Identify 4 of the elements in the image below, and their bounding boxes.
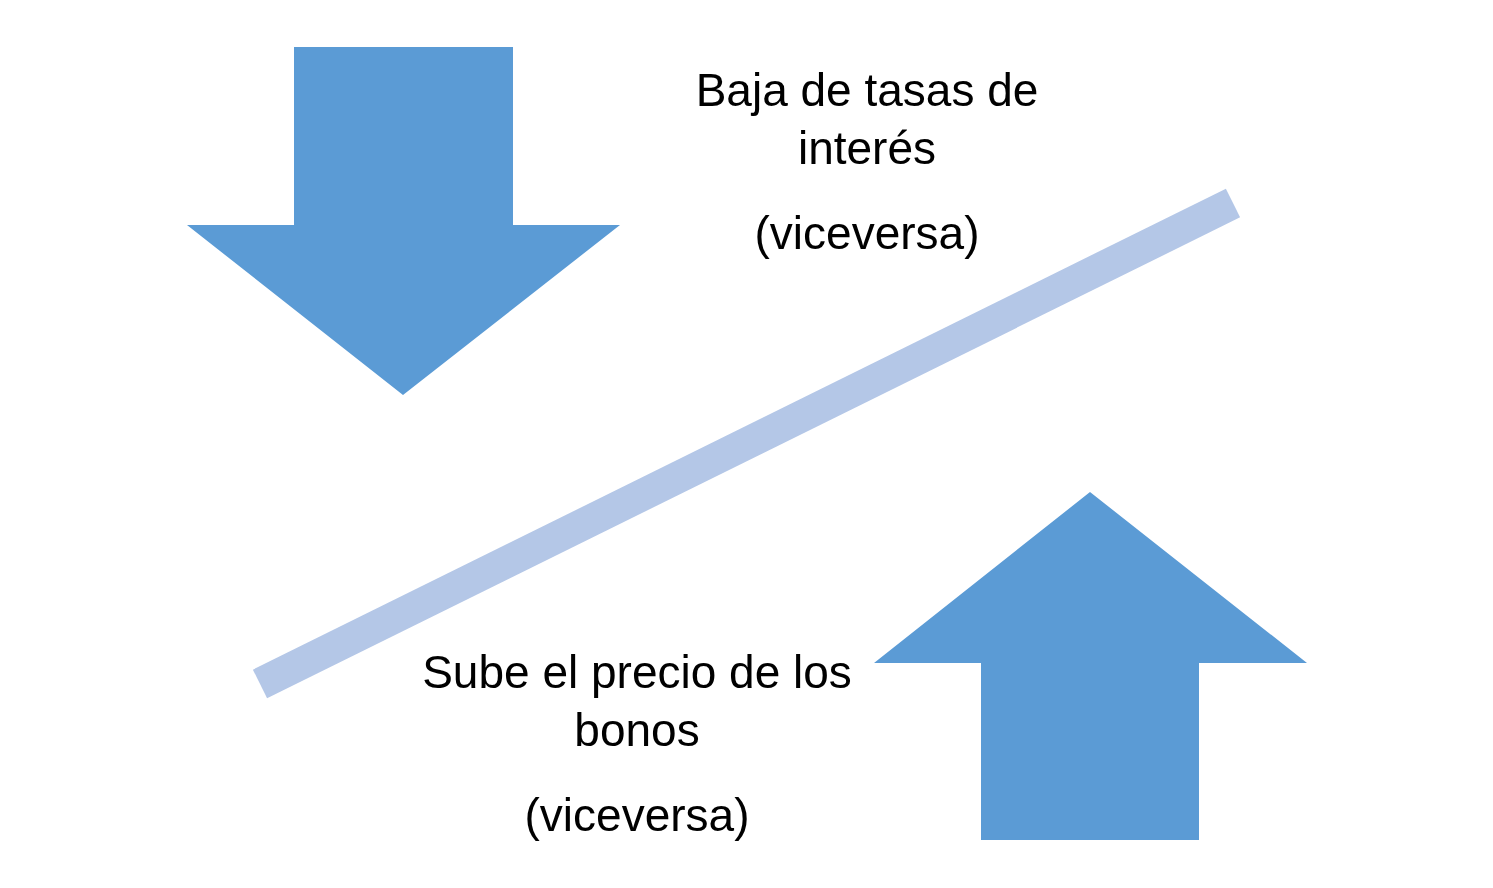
statement-text: Baja de tasas de interés [694,63,1040,176]
note-text: (viceversa) [523,788,751,843]
note-text: (viceversa) [753,206,981,261]
statement-text: Sube el precio de los bonos [421,645,853,758]
